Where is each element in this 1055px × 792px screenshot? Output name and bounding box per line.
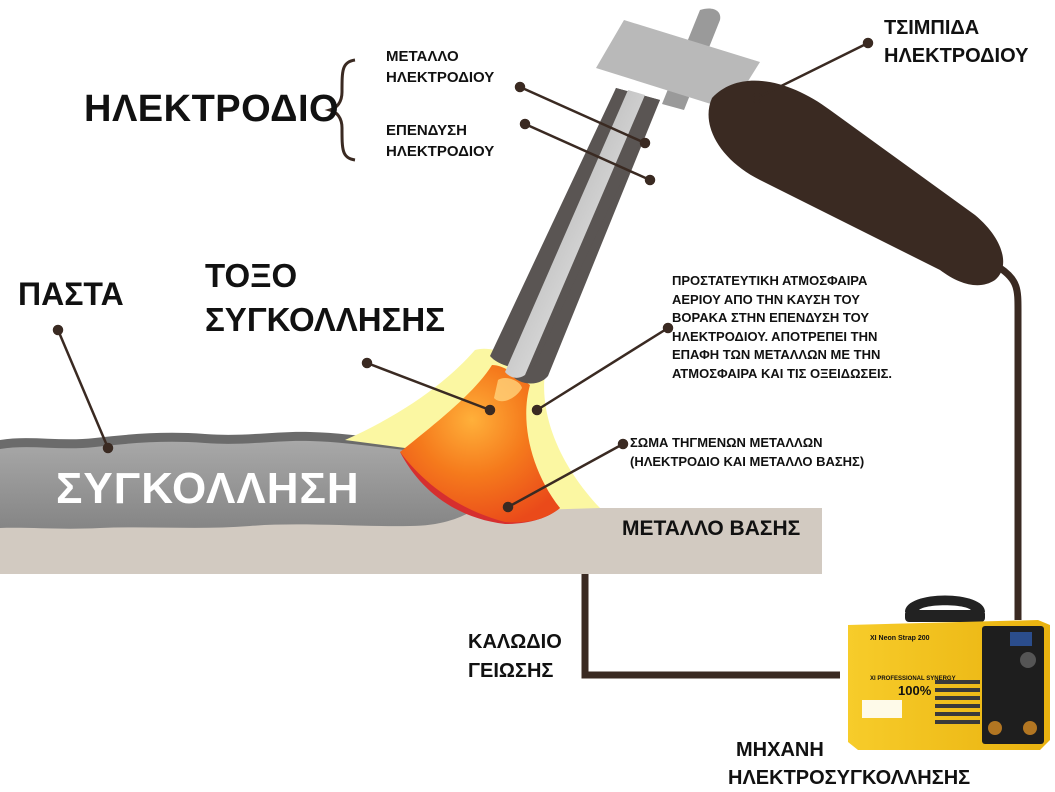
machine-display (1010, 632, 1032, 646)
machine-knob (1020, 652, 1036, 668)
machine-vents (935, 680, 980, 724)
machine-socket-right (1023, 721, 1037, 735)
label-shielding-gas-line-4: ΗΛΕΚΤΡΟΔΙΟΥ. ΑΠΟΤΡΕΠΕΙ ΤΗΝ (672, 328, 878, 344)
leader-lines (52, 37, 874, 513)
label-ground-cable-line-1: ΚΑΛΩΔΙΟ (468, 631, 562, 653)
machine-handle (905, 595, 985, 612)
label-electrode-holder-line-2: ΗΛΕΚΤΡΟΔΙΟΥ (884, 45, 1029, 67)
welding-arc (400, 365, 560, 523)
label-shielding-gas-line-1: ΠΡΟΣΤΑΤΕΥΤΙΚΗ ΑΤΜΟΣΦΑΙΡΑ (672, 273, 868, 288)
holder-clamp (596, 20, 760, 110)
slag-layer (0, 431, 405, 450)
label-electrode-coating-line-1: ΕΠΕΝΔΥΣΗ (386, 122, 467, 139)
label-welding-machine-line-2: ΗΛΕΚΤΡΟΣΥΓΚΟΛΛΗΣΗΣ (728, 767, 971, 789)
label-shielding-gas-line-6: ΑΤΜΟΣΦΑΙΡΑ ΚΑΙ ΤΙΣ ΟΞΕΙΔΩΣΕΙΣ. (672, 365, 893, 381)
label-welding-machine-line-1: ΜΗΧΑΝΗ (736, 739, 824, 761)
electrode-holder-handle (708, 80, 1004, 286)
label-welding-arc-line-2: ΣΥΓΚΟΛΛΗΣΗΣ (205, 301, 446, 338)
label-electrode: ΗΛΕΚΤΡΟΔΙΟ (84, 88, 340, 130)
label-welding-arc-line-1: ΤΟΞΟ (205, 257, 298, 294)
label-shielding-gas-line-5: ΕΠΑΦΗ ΤΩΝ ΜΕΤΑΛΛΩΝ ΜΕ ΤΗΝ (672, 347, 881, 362)
label-electrode-holder: ΤΣΙΜΠΙΔΑ ΗΛΕΚΤΡΟΔΙΟΥ (884, 14, 1028, 70)
label-electrode-metal: ΜΕΤΑΛΛΟ ΗΛΕΚΤΡΟΔΙΟΥ (386, 46, 494, 88)
label-ground-cable: ΚΑΛΩΔΙΟ ΓΕΙΩΣΗΣ (468, 628, 562, 686)
machine-line-text: XI PROFESSIONAL SYNERGY (870, 676, 956, 682)
label-shielding-gas: ΠΡΟΣΤΑΤΕΥΤΙΚΗ ΑΤΜΟΣΦΑΙΡΑ ΑΕΡΙΟΥ ΑΠΟ ΤΗΝ … (672, 272, 892, 383)
label-molten-pool: ΣΩΜΑ ΤΗΓΜΕΝΩΝ ΜΕΤΑΛΛΩΝ (ΗΛΕΚΤΡΟΔΙΟ ΚΑΙ Μ… (630, 434, 864, 471)
machine-socket-left (988, 721, 1002, 735)
label-shielding-gas-line-2: ΑΕΡΙΟΥ ΑΠΟ ΤΗΝ ΚΑΥΣΗ ΤΟΥ (672, 291, 860, 307)
label-electrode-coating-line-2: ΗΛΕΚΤΡΟΔΙΟΥ (386, 143, 495, 160)
label-weld: ΣΥΓΚΟΛΛΗΣΗ (56, 464, 360, 513)
machine-percent-text: 100% (898, 683, 932, 698)
label-electrode-holder-line-1: ΤΣΙΜΠΙΔΑ (884, 17, 980, 39)
electrode-cable (997, 265, 1022, 620)
ground-cable (581, 560, 840, 679)
label-molten-pool-line-1: ΣΩΜΑ ΤΗΓΜΕΝΩΝ ΜΕΤΑΛΛΩΝ (630, 435, 823, 450)
label-ground-cable-line-2: ΓΕΙΩΣΗΣ (468, 660, 554, 682)
label-slag: ΠΑΣΤΑ (18, 276, 124, 312)
label-shielding-gas-line-3: ΒΟΡΑΚΑ ΣΤΗΝ ΕΠΕΝΔΥΣΗ ΤΟΥ (672, 310, 869, 325)
machine-model-text: XI Neon Strap 200 (870, 635, 930, 642)
label-welding-arc: ΤΟΞΟ ΣΥΓΚΟΛΛΗΣΗΣ (205, 254, 445, 342)
weld-bead (0, 438, 470, 529)
arc-core (494, 377, 522, 402)
label-electrode-metal-line-1: ΜΕΤΑΛΛΟ (386, 48, 459, 65)
label-electrode-coating: ΕΠΕΝΔΥΣΗ ΗΛΕΚΤΡΟΔΙΟΥ (386, 120, 494, 162)
label-welding-machine: ΜΗΧΑΝΗ ΗΛΕΚΤΡΟΣΥΓΚΟΛΛΗΣΗΣ (728, 736, 970, 792)
label-base-metal: ΜΕΤΑΛΛΟ ΒΑΣΗΣ (622, 517, 801, 540)
welding-machine: XI Neon Strap 200 XI PROFESSIONAL SYNERG… (848, 595, 1050, 750)
electrode-bracket (324, 58, 356, 162)
label-electrode-metal-line-2: ΗΛΕΚΤΡΟΔΙΟΥ (386, 69, 495, 86)
label-molten-pool-line-2: (ΗΛΕΚΤΡΟΔΙΟ ΚΑΙ ΜΕΤΑΛΛΟ ΒΑΣΗΣ) (630, 453, 865, 469)
